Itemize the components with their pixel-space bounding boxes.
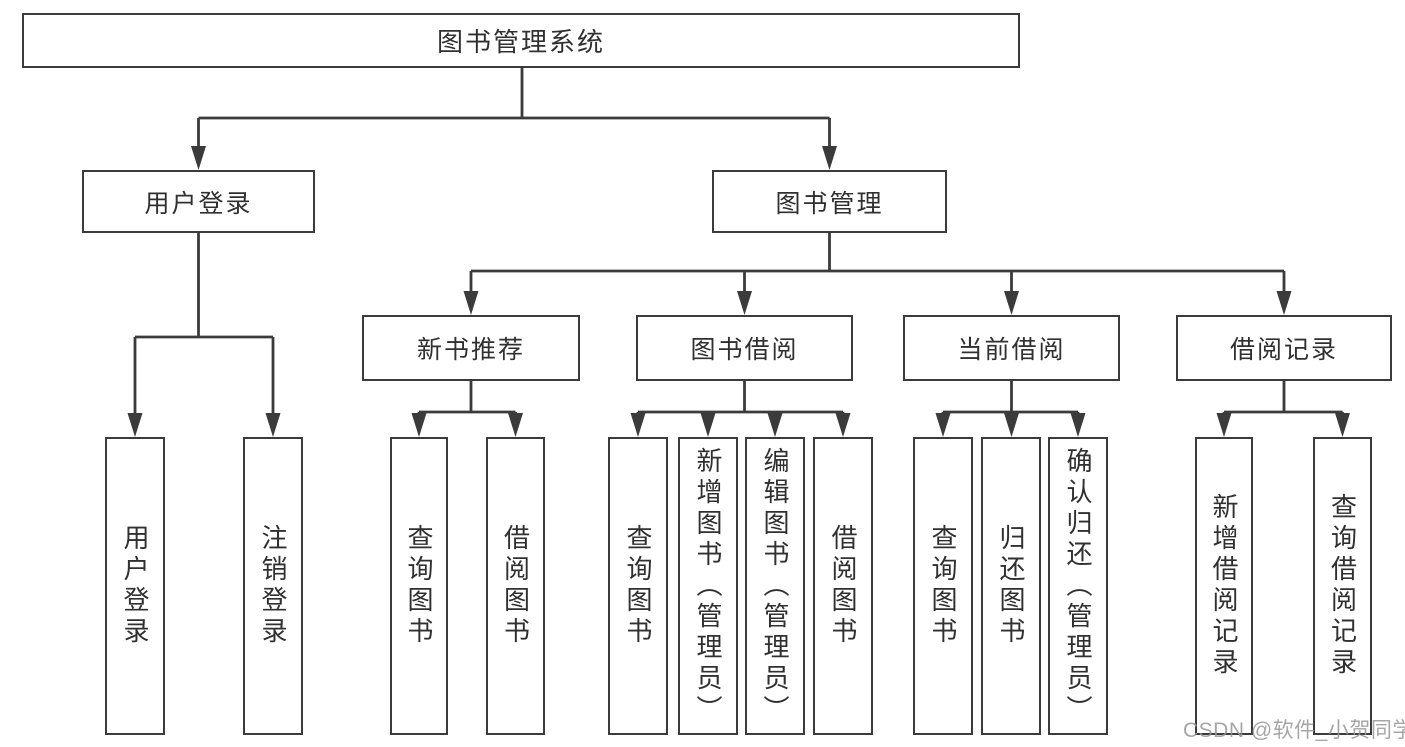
arrowhead [767, 413, 783, 437]
leaf-bookborrow-add-admin: 新增图书（管理员） [678, 437, 738, 735]
node-borrow-record: 借阅记录 [1176, 315, 1392, 381]
leaf-current-query: 查询图书 [913, 437, 973, 735]
arrowhead [835, 413, 851, 437]
leaf-logout: 注销登录 [243, 437, 303, 735]
leaf-bookborrow-borrow: 借阅图书 [813, 437, 873, 735]
node-new-book-recommend: 新书推荐 [362, 315, 580, 381]
leaf-current-return: 归还图书 [981, 437, 1041, 735]
leaf-newbook-query: 查询图书 [390, 437, 448, 735]
watermark: CSDN @软件_小贺同学 [1183, 719, 1405, 742]
arrowhead [1276, 291, 1292, 315]
arrowhead [935, 413, 951, 437]
arrowhead [191, 146, 206, 170]
arrowhead [1070, 413, 1086, 437]
arrowhead [1216, 413, 1232, 437]
arrowhead [737, 291, 752, 315]
node-user-login: 用户登录 [82, 170, 315, 233]
arrowhead [463, 291, 479, 315]
node-root: 图书管理系统 [22, 13, 1020, 68]
leaf-newbook-borrow: 借阅图书 [486, 437, 545, 735]
leaf-user-login: 用户登录 [105, 437, 165, 735]
arrowhead [1004, 413, 1019, 437]
leaf-current-confirm-admin: 确认归还（管理员） [1048, 437, 1108, 735]
arrowhead [1335, 413, 1350, 437]
arrowhead [630, 413, 646, 437]
leaf-bookborrow-query: 查询图书 [608, 437, 668, 735]
leaf-record-query: 查询借阅记录 [1313, 437, 1372, 735]
arrowhead [700, 413, 716, 437]
leaf-record-add: 新增借阅记录 [1195, 437, 1253, 735]
arrowhead [822, 146, 837, 170]
node-book-management: 图书管理 [712, 170, 947, 233]
arrowhead [127, 413, 143, 437]
arrowhead [1004, 291, 1019, 315]
leaf-bookborrow-edit-admin: 编辑图书（管理员） [745, 437, 805, 735]
node-current-borrow: 当前借阅 [903, 315, 1120, 381]
node-book-borrow: 图书借阅 [636, 315, 853, 381]
arrowhead [508, 413, 523, 437]
arrowhead [265, 413, 281, 437]
arrowhead [411, 413, 427, 437]
